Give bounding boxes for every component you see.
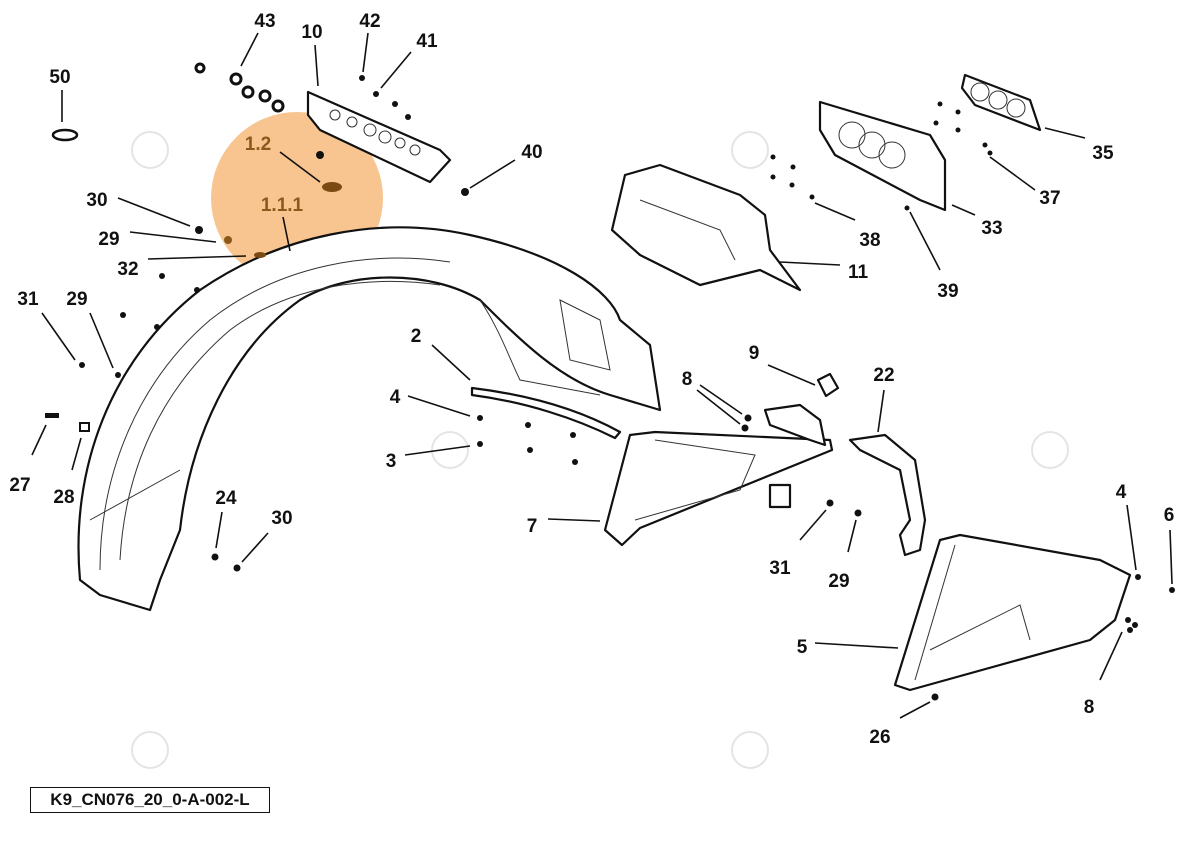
callout-10: 10	[301, 22, 322, 43]
panel-10-part	[306, 90, 452, 184]
callout-5: 5	[797, 637, 808, 658]
callout-33: 33	[981, 218, 1002, 239]
callout-40: 40	[521, 142, 542, 163]
callout-29: 29	[98, 229, 119, 250]
callout-24: 24	[215, 488, 237, 509]
plate-9-part	[816, 372, 840, 398]
callout-2: 2	[411, 326, 422, 347]
callout-4-b: 4	[1116, 482, 1127, 503]
ring-50	[51, 128, 79, 142]
callout-8: 8	[682, 369, 693, 390]
instrument-33-part	[818, 100, 947, 212]
callout-9: 9	[749, 343, 760, 364]
callout-11: 11	[848, 262, 869, 283]
grommets-43	[194, 62, 285, 113]
callout-8-b: 8	[1084, 697, 1095, 718]
panel-5-part	[893, 533, 1132, 692]
callout-30-b: 30	[271, 508, 292, 529]
drawing-reference-label: K9_CN076_20_0-A-002-L	[30, 787, 270, 813]
bezel-35-part	[960, 73, 1042, 132]
callout-32: 32	[117, 259, 138, 280]
callout-31: 31	[17, 289, 39, 310]
guard-22-part	[848, 433, 927, 557]
callout-43: 43	[254, 11, 275, 32]
callout-38: 38	[859, 230, 880, 251]
callout-37: 37	[1039, 188, 1060, 209]
leader-lines	[31, 32, 1173, 719]
callout-28: 28	[53, 487, 74, 508]
callout-41: 41	[416, 31, 438, 52]
callout-27: 27	[9, 475, 30, 496]
callout-31-b: 31	[769, 558, 791, 579]
callout-1-2: 1.2	[245, 134, 271, 155]
callout-29-b: 29	[66, 289, 87, 310]
callout-50: 50	[49, 67, 70, 88]
bracket-upper-part	[763, 403, 827, 447]
callout-1-1-1: 1.1.1	[261, 195, 304, 216]
callout-22: 22	[873, 365, 894, 386]
callout-7: 7	[527, 516, 538, 537]
housing-11-part	[610, 163, 802, 292]
bracket-7-part	[603, 430, 834, 547]
fender-part	[77, 226, 662, 612]
strip-2-part	[470, 386, 622, 440]
callout-3: 3	[386, 451, 397, 472]
callout-42: 42	[359, 11, 380, 32]
callout-labels: 50 43 10 42 41 1.2 1.1.1 30 29 32 40 35 …	[9, 11, 1174, 748]
callout-4: 4	[390, 387, 401, 408]
hardware-dots	[45, 75, 1175, 701]
callout-30: 30	[86, 190, 107, 211]
callout-6: 6	[1164, 505, 1175, 526]
callout-29-c: 29	[828, 571, 849, 592]
callout-35: 35	[1092, 143, 1114, 164]
callout-39: 39	[937, 281, 958, 302]
callout-26: 26	[869, 727, 890, 748]
